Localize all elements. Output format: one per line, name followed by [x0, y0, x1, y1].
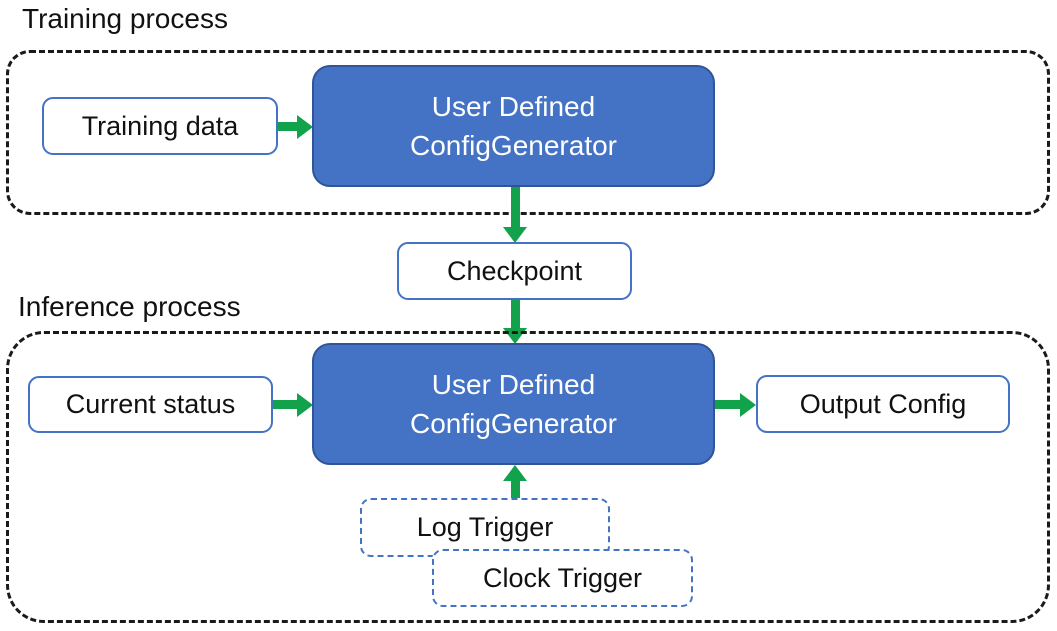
clock-trigger-box: Clock Trigger: [432, 549, 693, 607]
inference-generator-line1: User Defined: [431, 369, 596, 400]
arrow-head: [740, 392, 756, 417]
arrow-stem: [278, 122, 297, 131]
inference-generator-box: User Defined ConfigGenerator: [312, 343, 715, 465]
arrow-training-data-to-generator: [278, 114, 313, 139]
clock-trigger-label: Clock Trigger: [482, 562, 643, 593]
arrow-stem: [510, 187, 520, 227]
arrow-stem: [510, 300, 520, 328]
training-generator-box: User Defined ConfigGenerator: [312, 65, 715, 187]
arrow-triggers-to-generator: [502, 465, 528, 498]
arrow-stem: [715, 400, 740, 409]
training-data-box: Training data: [42, 97, 278, 155]
arrow-stem: [510, 481, 520, 498]
checkpoint-label: Checkpoint: [446, 255, 583, 286]
training-generator-line1: User Defined: [431, 91, 596, 122]
arrow-head: [297, 392, 313, 417]
arrow-current-status-to-generator: [273, 392, 313, 417]
current-status-label: Current status: [65, 389, 236, 419]
inference-generator-line2: ConfigGenerator: [409, 408, 617, 439]
current-status-box: Current status: [28, 376, 273, 433]
output-config-box: Output Config: [756, 375, 1010, 433]
arrow-head: [503, 465, 527, 481]
arrow-head: [503, 227, 527, 243]
arrow-head: [297, 114, 313, 139]
inference-process-container: [6, 331, 1050, 623]
arrow-stem: [273, 400, 297, 409]
arrow-generator-to-output-config: [715, 392, 756, 417]
training-process-container: [6, 50, 1050, 215]
log-trigger-label: Log Trigger: [416, 512, 554, 542]
checkpoint-box: Checkpoint: [397, 242, 632, 300]
training-data-label: Training data: [81, 110, 239, 141]
output-config-label: Output Config: [799, 388, 967, 419]
training-process-label: Training process: [22, 3, 228, 34]
arrow-generator-to-checkpoint: [502, 187, 528, 243]
inference-process-label: Inference process: [18, 291, 241, 322]
training-generator-line2: ConfigGenerator: [409, 130, 617, 161]
